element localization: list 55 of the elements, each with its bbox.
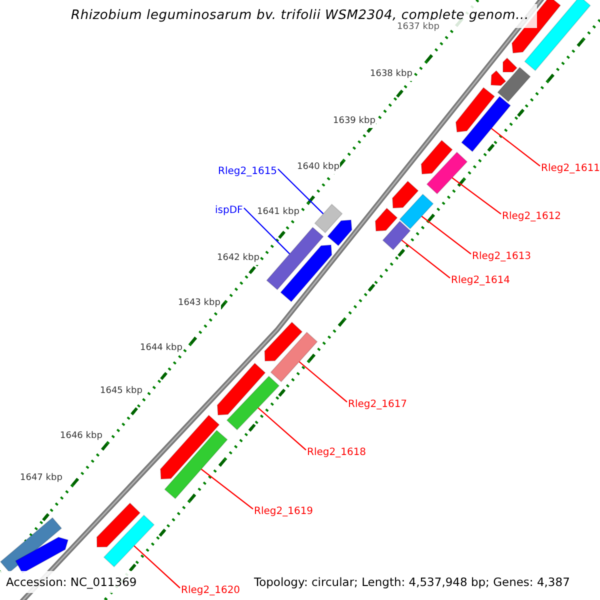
gene-label: Rleg2_1618 xyxy=(307,446,366,460)
leader-line xyxy=(244,208,290,254)
gene-bar xyxy=(497,66,531,102)
gene-bar xyxy=(490,70,506,86)
position-label: 1637 kbp xyxy=(396,20,440,34)
gene-bar xyxy=(420,140,453,175)
gene-bar xyxy=(164,430,228,500)
leader-line xyxy=(200,468,254,510)
gene-label: Rleg2_1613 xyxy=(472,250,532,264)
position-label: 1640 kbp xyxy=(296,160,340,174)
leader-line xyxy=(298,361,348,402)
position-label: 1639 kbp xyxy=(332,114,376,128)
gene-bar xyxy=(399,194,434,230)
gene-label: Rleg2_1615 xyxy=(218,165,278,179)
gene-bar xyxy=(280,244,332,302)
leader-line xyxy=(401,240,450,278)
gene-label: Rleg2_1614 xyxy=(451,274,510,288)
gene-bar xyxy=(264,322,303,362)
gene-bar xyxy=(455,86,496,133)
gene-bar xyxy=(14,536,69,574)
gene-bar xyxy=(392,180,419,209)
gene-bar xyxy=(103,514,155,568)
gene-bar xyxy=(266,226,324,290)
gene-bar xyxy=(426,152,468,194)
gene-label: Rleg2_1620 xyxy=(181,584,240,598)
position-label: 1647 kbp xyxy=(19,471,64,485)
leader-line xyxy=(452,177,502,214)
position-label: 1644 kbp xyxy=(139,341,184,355)
gene-label: Rleg2_1617 xyxy=(348,398,408,412)
leader-line xyxy=(278,168,324,214)
gene-label: Rleg2_1611 xyxy=(541,162,600,176)
gene-bar xyxy=(382,220,411,250)
gene-bar xyxy=(0,517,62,573)
leader-line xyxy=(134,545,180,588)
position-label: 1642 kbp xyxy=(216,251,260,265)
gene-label: Rleg2_1619 xyxy=(254,505,314,519)
position-label: 1638 kbp xyxy=(369,67,414,81)
gene-label: Rleg2_1612 xyxy=(502,210,562,224)
gene-bar xyxy=(96,502,141,548)
gene-bar xyxy=(502,57,518,72)
gene-bar xyxy=(314,204,343,234)
gene-bar xyxy=(270,332,318,382)
gene-bar xyxy=(226,376,280,430)
position-label: 1645 kbp xyxy=(99,384,144,398)
leader-line xyxy=(421,216,472,254)
position-label: 1646 kbp xyxy=(59,429,104,443)
gene-bar xyxy=(160,414,220,480)
leader-line xyxy=(258,407,306,450)
gene-bar xyxy=(216,362,266,416)
gene-bar xyxy=(460,96,512,152)
gene-label: ispDF xyxy=(215,204,243,218)
position-label: 1641 kbp xyxy=(256,205,300,219)
gene-bar xyxy=(327,219,352,246)
position-label: 1643 kbp xyxy=(177,296,222,310)
leader-line xyxy=(491,128,540,166)
